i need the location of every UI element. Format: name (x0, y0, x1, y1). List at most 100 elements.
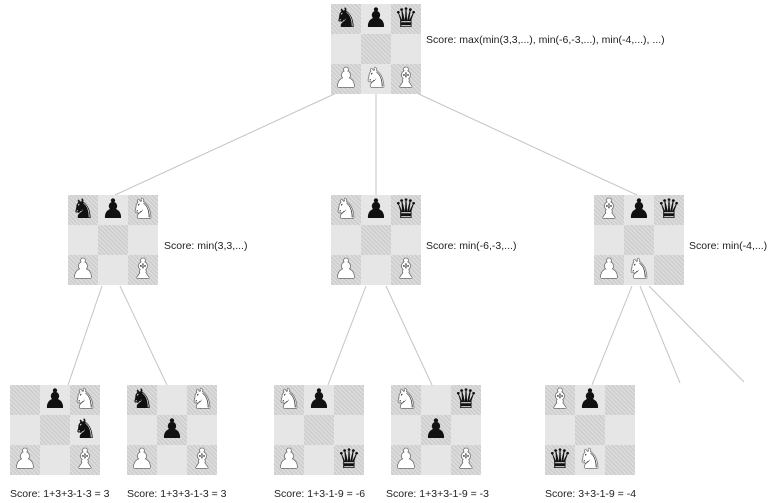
board-root: ♞♟♛♟♞♝ (331, 4, 421, 94)
square-b2-r2c1 (421, 445, 451, 475)
square-a1-r1c2: ♞ (70, 415, 100, 445)
square-b2-r2c2: ♝ (451, 445, 481, 475)
board-b2: ♞♛♟♟♝ (391, 385, 481, 475)
square-c-r2c0: ♟ (594, 255, 624, 285)
white-knight-icon: ♞ (577, 444, 603, 475)
square-c1-r2c2 (605, 445, 635, 475)
board-c1: ♝♟♛♞ (545, 385, 635, 475)
edge-root-c (409, 89, 638, 196)
white-bishop-icon: ♝ (72, 444, 98, 475)
board-a: ♞♟♞♟♝ (68, 195, 158, 285)
square-b1-r0c0: ♞ (274, 385, 304, 415)
black-queen-icon: ♛ (393, 194, 419, 225)
square-b1-r1c1 (304, 415, 334, 445)
edge-a-a1 (67, 285, 103, 386)
edge-b-b2 (385, 285, 433, 386)
black-queen-icon: ♛ (547, 444, 573, 475)
black-queen-icon: ♛ (656, 194, 682, 225)
white-pawn-icon: ♟ (333, 254, 359, 285)
white-knight-icon: ♞ (333, 194, 359, 225)
square-b1-r1c0 (274, 415, 304, 445)
square-b2-r2c0: ♟ (391, 445, 421, 475)
square-a1-r1c0 (10, 415, 40, 445)
black-knight-icon: ♞ (129, 384, 155, 415)
square-b2-r1c2 (451, 415, 481, 445)
white-pawn-icon: ♟ (596, 254, 622, 285)
score-b: Score: min(-6,-3,...) (426, 240, 517, 252)
square-c1-r1c0 (545, 415, 575, 445)
white-knight-icon: ♞ (72, 384, 98, 415)
square-a1-r0c2: ♞ (70, 385, 100, 415)
square-c-r0c2: ♛ (654, 195, 684, 225)
square-root-r1c0 (331, 34, 361, 64)
square-a2-r1c1: ♟ (157, 415, 187, 445)
white-pawn-icon: ♟ (12, 444, 38, 475)
square-c-r2c1: ♞ (624, 255, 654, 285)
square-root-r2c1: ♞ (361, 64, 391, 94)
white-bishop-icon: ♝ (547, 384, 573, 415)
black-queen-icon: ♛ (336, 444, 362, 475)
board-a2: ♞♞♟♟♝ (127, 385, 217, 475)
edge-a-a2 (119, 285, 168, 386)
black-pawn-icon: ♟ (363, 194, 389, 225)
square-b-r0c0: ♞ (331, 195, 361, 225)
white-bishop-icon: ♝ (453, 444, 479, 475)
edge-c-c1 (591, 285, 633, 386)
square-a2-r1c2 (187, 415, 217, 445)
square-c1-r0c0: ♝ (545, 385, 575, 415)
black-pawn-icon: ♟ (626, 194, 652, 225)
square-root-r0c1: ♟ (361, 4, 391, 34)
square-a2-r0c0: ♞ (127, 385, 157, 415)
square-b-r1c2 (391, 225, 421, 255)
square-c-r1c0 (594, 225, 624, 255)
white-bishop-icon: ♝ (596, 194, 622, 225)
square-b-r0c1: ♟ (361, 195, 391, 225)
square-b2-r0c1 (421, 385, 451, 415)
black-queen-icon: ♛ (453, 384, 479, 415)
square-a2-r0c2: ♞ (187, 385, 217, 415)
white-pawn-icon: ♟ (393, 444, 419, 475)
white-knight-icon: ♞ (626, 254, 652, 285)
square-a2-r1c0 (127, 415, 157, 445)
black-queen-icon: ♛ (393, 3, 419, 34)
board-b1: ♞♟♟♛ (274, 385, 364, 475)
square-b1-r0c1: ♟ (304, 385, 334, 415)
square-root-r0c0: ♞ (331, 4, 361, 34)
board-c: ♝♟♛♟♞ (594, 195, 684, 285)
square-b2-r1c0 (391, 415, 421, 445)
square-b2-r1c1: ♟ (421, 415, 451, 445)
square-c1-r2c1: ♞ (575, 445, 605, 475)
square-c-r1c2 (654, 225, 684, 255)
square-a2-r2c0: ♟ (127, 445, 157, 475)
square-a1-r0c0 (10, 385, 40, 415)
black-pawn-icon: ♟ (306, 384, 332, 415)
score-b2: Score: 1+3+3-1-9 = -3 (386, 488, 490, 500)
edge-b-b1 (327, 285, 367, 386)
score-c1: Score: 3+3-1-9 = -4 (545, 488, 637, 500)
white-pawn-icon: ♟ (129, 444, 155, 475)
square-a-r0c0: ♞ (68, 195, 98, 225)
square-b-r1c1 (361, 225, 391, 255)
black-knight-icon: ♞ (70, 194, 96, 225)
black-knight-icon: ♞ (333, 3, 359, 34)
square-c1-r1c1 (575, 415, 605, 445)
white-bishop-icon: ♝ (189, 444, 215, 475)
score-b1: Score: 1+3-1-9 = -6 (274, 488, 366, 500)
square-c1-r0c1: ♟ (575, 385, 605, 415)
white-knight-icon: ♞ (363, 63, 389, 94)
square-b1-r2c1 (304, 445, 334, 475)
square-a2-r0c1 (157, 385, 187, 415)
square-c-r1c1 (624, 225, 654, 255)
square-c1-r2c0: ♛ (545, 445, 575, 475)
edge-c-unseen-1 (639, 285, 681, 384)
square-a-r0c1: ♟ (98, 195, 128, 225)
square-b-r2c1 (361, 255, 391, 285)
square-a-r2c2: ♝ (128, 255, 158, 285)
black-pawn-icon: ♟ (577, 384, 603, 415)
white-pawn-icon: ♟ (333, 63, 359, 94)
white-knight-icon: ♞ (189, 384, 215, 415)
square-c1-r0c2 (605, 385, 635, 415)
square-b2-r0c2: ♛ (451, 385, 481, 415)
square-root-r1c2 (391, 34, 421, 64)
